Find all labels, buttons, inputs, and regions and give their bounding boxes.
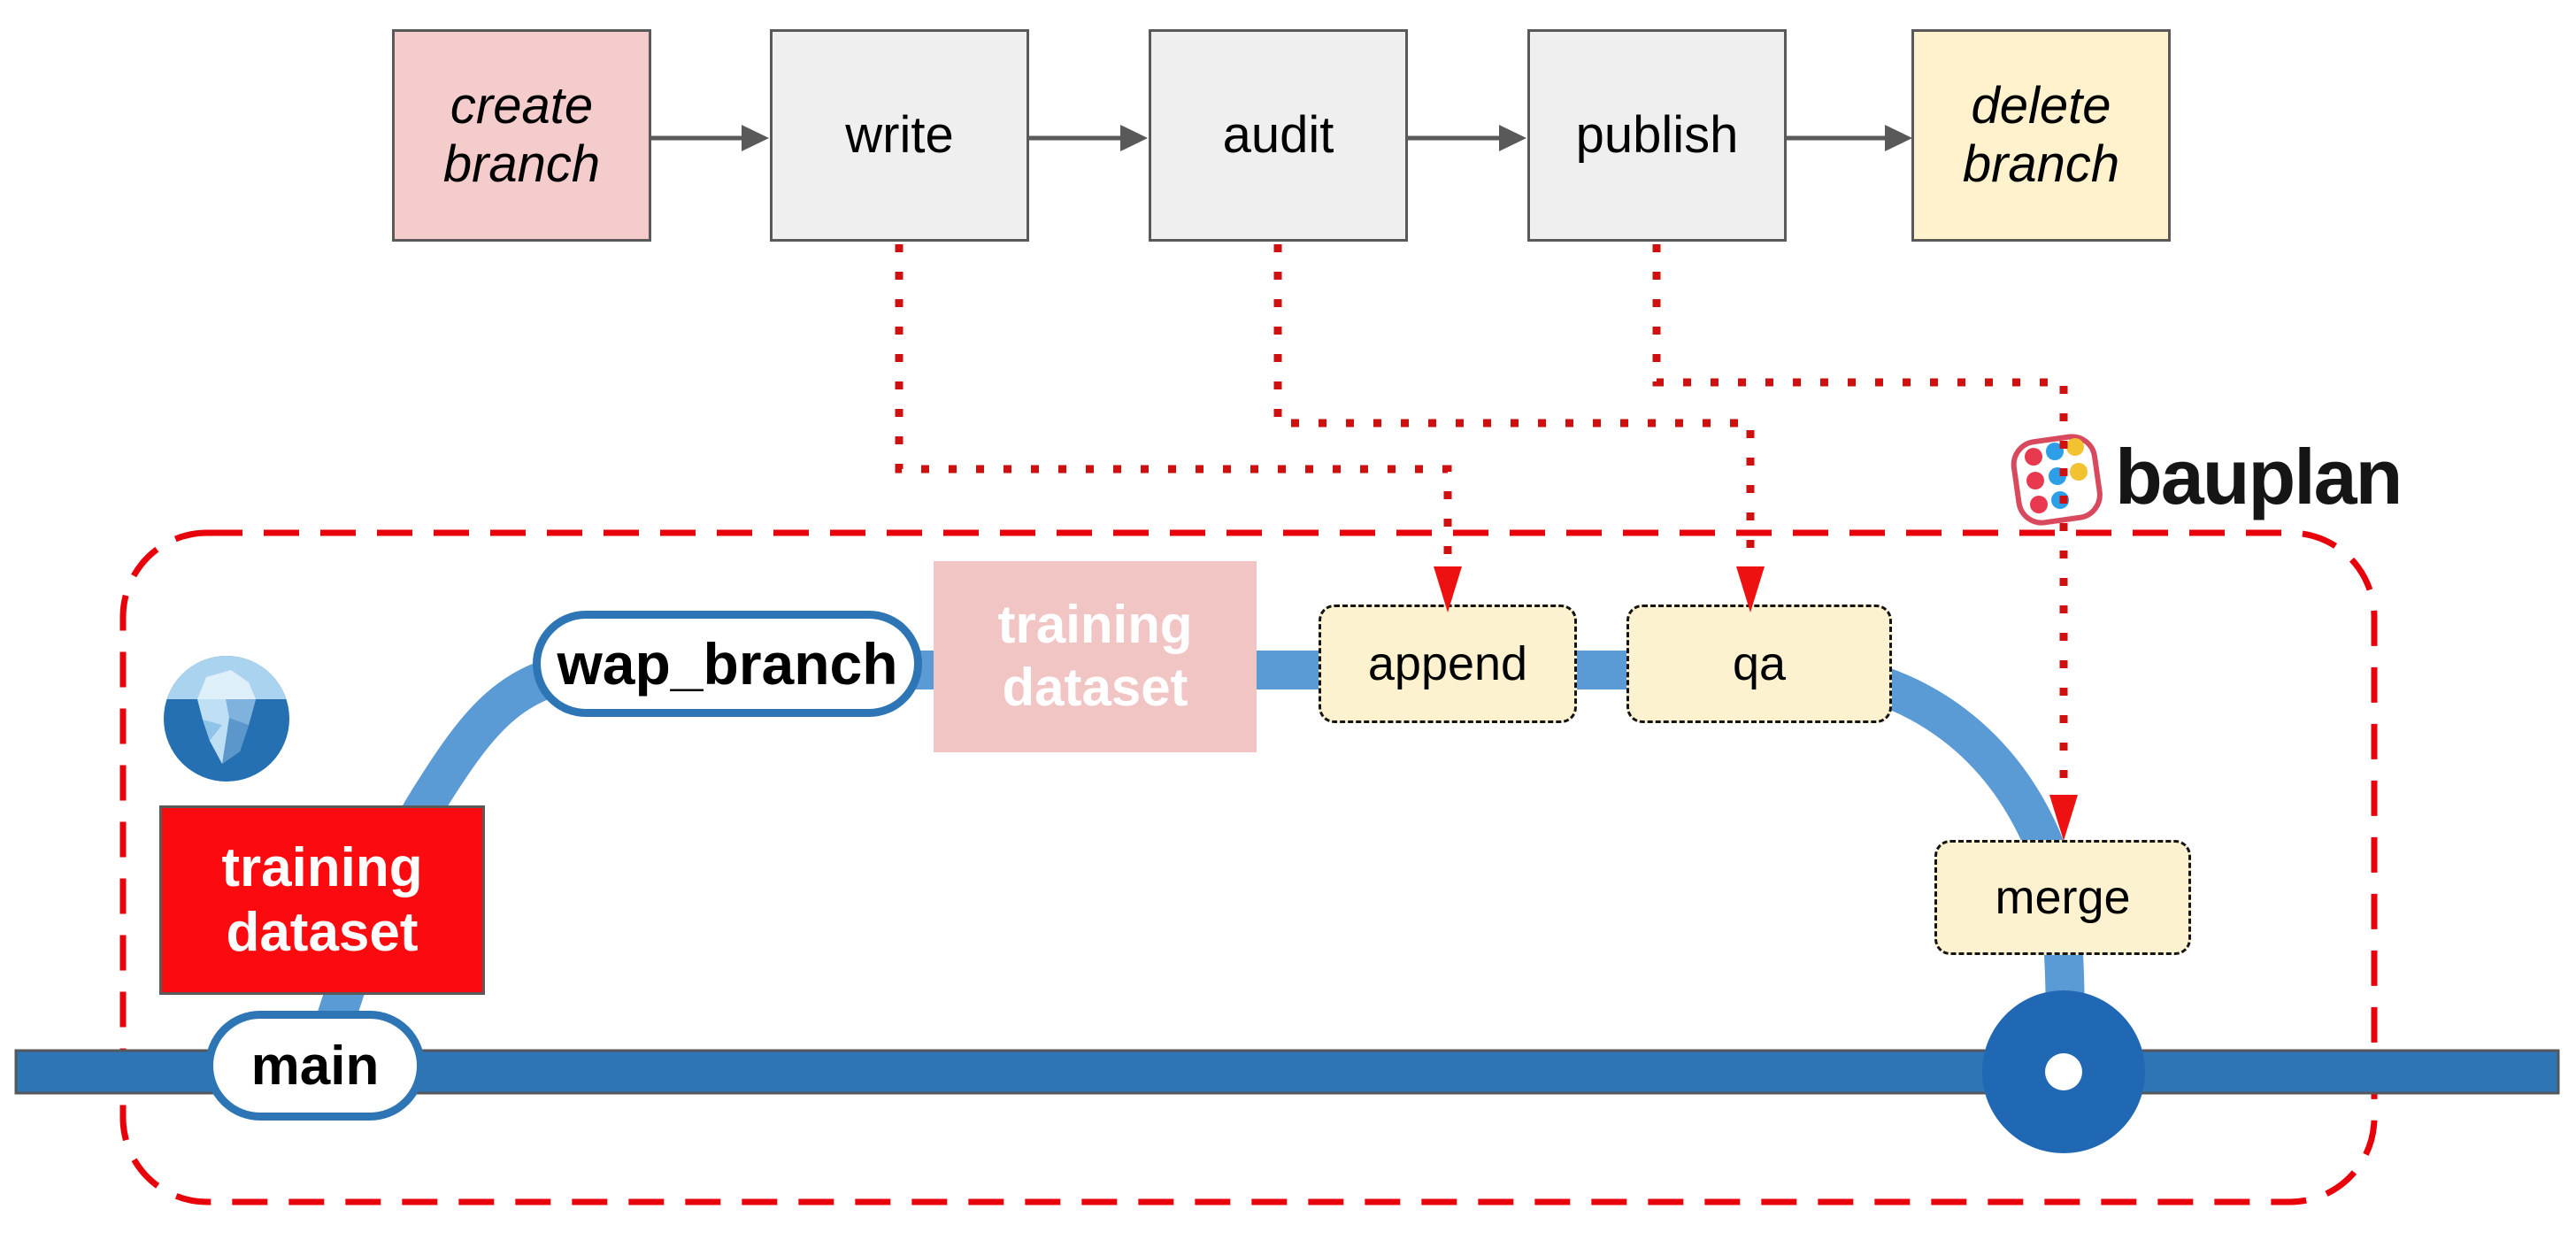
wap-branch-label: wap_branch <box>557 631 898 697</box>
step-operation-connectors <box>895 244 2068 795</box>
write-to-append-connector <box>895 244 1452 568</box>
merge-node-dot <box>2045 1053 2082 1090</box>
main-dataset-box: training dataset <box>159 805 485 995</box>
step-delete-branch: delete branch <box>1911 29 2171 242</box>
wap-dataset-label: training dataset <box>997 595 1193 717</box>
step-publish: publish <box>1527 29 1787 242</box>
qa-arrowhead <box>1736 566 1765 612</box>
main-branch-label: main <box>250 1035 380 1097</box>
step-label: delete branch <box>1962 76 2120 193</box>
step-label: publish <box>1575 105 1739 164</box>
isolation-container-dashed-rect <box>119 529 2378 1205</box>
step-audit: audit <box>1149 29 1408 242</box>
op-append-label: append <box>1367 637 1528 690</box>
audit-to-qa-connector <box>1273 244 1755 568</box>
workflow-arrows <box>651 125 1912 151</box>
op-merge: merge <box>1934 840 2191 955</box>
step-write: write <box>770 29 1029 242</box>
publish-to-merge-connector <box>1652 244 2068 795</box>
bauplan-wordmark: bauplan <box>2115 433 2403 520</box>
wap-dataset-box: training dataset <box>934 561 1257 752</box>
merge-arrowhead <box>2049 795 2078 841</box>
main-branch-pill: main <box>205 1011 425 1121</box>
step-label: audit <box>1222 105 1334 164</box>
step-create-branch: create branch <box>392 29 651 242</box>
main-dataset-label: training dataset <box>221 836 423 963</box>
step-label: create branch <box>442 76 601 193</box>
op-qa: qa <box>1626 605 1892 723</box>
op-merge-label: merge <box>1995 871 2131 924</box>
wap-branch-pill: wap_branch <box>533 611 922 717</box>
op-qa-label: qa <box>1732 637 1787 690</box>
step-label: write <box>845 105 954 164</box>
append-arrowhead <box>1434 566 1462 612</box>
connector-arrowheads <box>1434 566 2078 841</box>
iceberg-icon <box>164 656 289 782</box>
